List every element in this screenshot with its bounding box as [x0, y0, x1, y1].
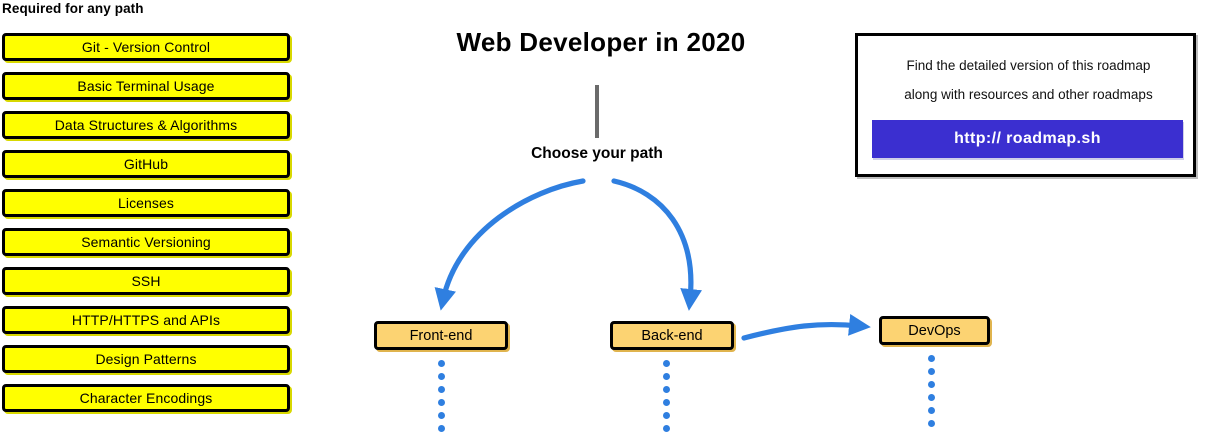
- arrow-backend-to-devops: [741, 314, 871, 341]
- path-box-frontend[interactable]: Front-end: [374, 321, 508, 350]
- roadmap-info-line-1: Find the detailed version of this roadma…: [906, 58, 1151, 73]
- arrow-to-frontend: [434, 178, 586, 311]
- roadmap-url-button[interactable]: http:// roadmap.sh: [872, 120, 1183, 158]
- choose-path-label: Choose your path: [531, 145, 663, 162]
- required-topic-label: Design Patterns: [95, 351, 197, 367]
- required-topic-label: HTTP/HTTPS and APIs: [71, 312, 221, 328]
- required-topic-label: SSH: [131, 273, 161, 289]
- required-topic-item[interactable]: GitHub: [2, 150, 290, 178]
- roadmap-info-line-2: along with resources and other roadmaps: [904, 87, 1153, 102]
- path-box-backend[interactable]: Back-end: [610, 321, 734, 350]
- required-topic-label: Licenses: [117, 195, 175, 211]
- required-topic-item[interactable]: SSH: [2, 267, 290, 295]
- path-label: Front-end: [409, 327, 473, 344]
- path-box-devops[interactable]: DevOps: [879, 316, 990, 345]
- required-topic-item[interactable]: Git - Version Control: [2, 33, 290, 61]
- dotted-connector-devops: [928, 355, 935, 433]
- required-topics-list: Git - Version Control Basic Terminal Usa…: [2, 33, 290, 423]
- title-stem-connector: [595, 85, 599, 138]
- required-topic-item[interactable]: Character Encodings: [2, 384, 290, 412]
- path-label: DevOps: [908, 322, 961, 339]
- required-topic-item[interactable]: Basic Terminal Usage: [2, 72, 290, 100]
- required-topic-label: Character Encodings: [79, 390, 213, 406]
- required-topic-label: Git - Version Control: [81, 39, 211, 55]
- arrow-to-backend: [611, 178, 702, 311]
- roadmap-info-box: Find the detailed version of this roadma…: [855, 33, 1196, 177]
- required-topic-item[interactable]: Data Structures & Algorithms: [2, 111, 290, 139]
- required-topic-label: GitHub: [123, 156, 169, 172]
- required-topic-item[interactable]: HTTP/HTTPS and APIs: [2, 306, 290, 334]
- roadmap-url-label: http:// roadmap.sh: [954, 130, 1101, 147]
- required-topic-item[interactable]: Licenses: [2, 189, 290, 217]
- required-topic-item[interactable]: Semantic Versioning: [2, 228, 290, 256]
- required-section-heading: Required for any path: [2, 1, 144, 16]
- dotted-connector-frontend: [438, 360, 445, 436]
- page-title: Web Developer in 2020: [456, 27, 746, 57]
- required-topic-item[interactable]: Design Patterns: [2, 345, 290, 373]
- required-topic-label: Data Structures & Algorithms: [54, 117, 238, 133]
- path-label: Back-end: [641, 327, 703, 344]
- required-topic-label: Semantic Versioning: [81, 234, 211, 250]
- required-topic-label: Basic Terminal Usage: [77, 78, 215, 94]
- dotted-connector-backend: [663, 360, 670, 436]
